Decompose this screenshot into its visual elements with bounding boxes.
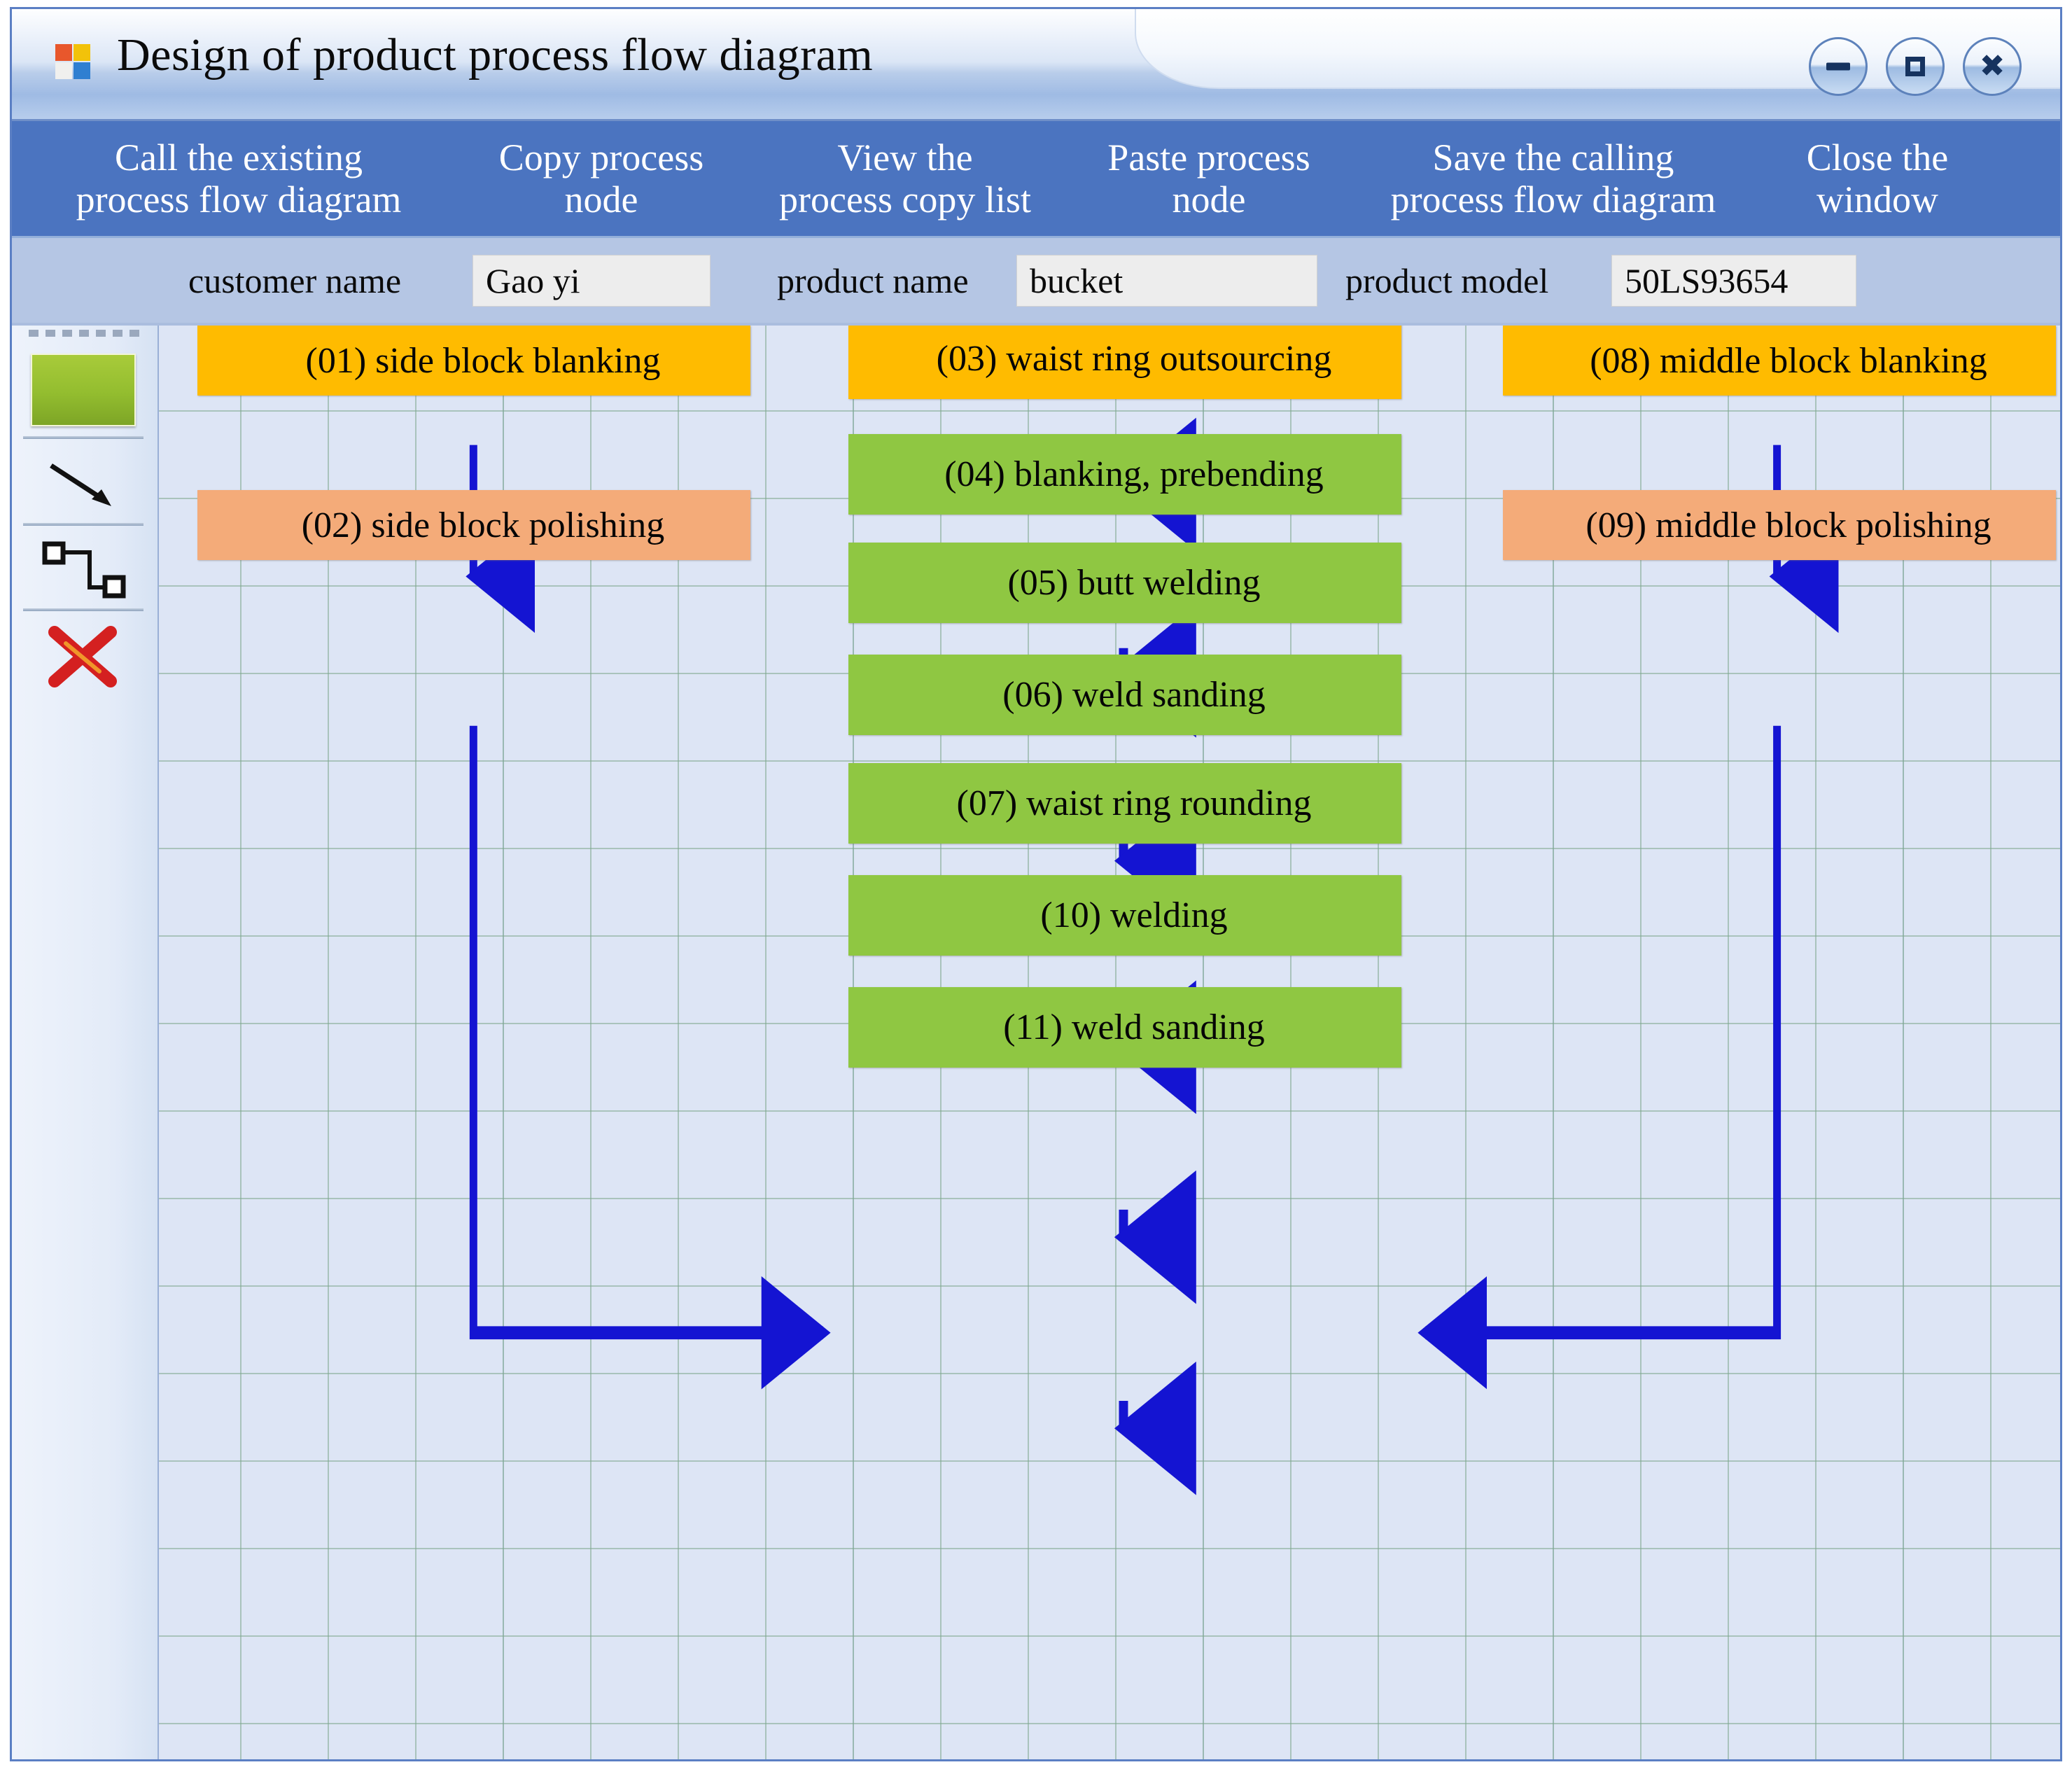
process-node-04[interactable]: (04) blanking, prebending — [848, 434, 1401, 515]
palette-divider-3 — [23, 608, 144, 611]
delete-tool[interactable] — [22, 620, 145, 692]
menu-bar: Call the existing process flow diagram C… — [12, 121, 2060, 238]
menu-item-copy-process-node[interactable]: Copy process node — [498, 136, 704, 221]
close-button[interactable]: ✖ — [1963, 37, 2022, 96]
product-model-label: product model — [1345, 260, 1549, 300]
straight-connector-tool[interactable] — [22, 453, 145, 517]
process-node-08[interactable]: (08) middle block blanking — [1503, 326, 2056, 396]
customer-name-label: customer name — [188, 260, 402, 300]
process-node-08-label: (08) middle block blanking — [1590, 340, 1987, 381]
title-bar: Design of product process flow diagram ✖ — [12, 9, 2060, 121]
node-swatch-tool[interactable] — [22, 352, 145, 428]
flow-diagram-canvas[interactable]: (01) side block blanking (02) side block… — [159, 326, 2060, 1759]
menu-item-call-existing-diagram[interactable]: Call the existing process flow diagram — [76, 136, 402, 221]
process-node-02-label: (02) side block polishing — [301, 505, 665, 545]
process-node-10-label: (10) welding — [1040, 895, 1228, 935]
close-icon: ✖ — [1979, 48, 2005, 84]
elbow-connector-tool[interactable] — [22, 536, 145, 606]
window-controls: ✖ — [1809, 37, 2022, 96]
process-node-06[interactable]: (06) weld sanding — [848, 655, 1401, 735]
product-name-input[interactable]: bucket — [1016, 254, 1317, 307]
process-node-11-label: (11) weld sanding — [1003, 1007, 1265, 1047]
minimize-button[interactable] — [1809, 37, 1868, 96]
tool-palette — [12, 326, 159, 1759]
app-tiles-icon — [55, 44, 96, 85]
product-model-input[interactable]: 50LS93654 — [1611, 254, 1856, 307]
application-window: Design of product process flow diagram ✖… — [10, 7, 2062, 1761]
process-node-05-label: (05) butt welding — [1007, 563, 1261, 603]
process-node-09-label: (09) middle block polishing — [1586, 505, 1991, 545]
process-node-02[interactable]: (02) side block polishing — [197, 490, 750, 560]
menu-item-view-process-copy-list[interactable]: View the process copy list — [779, 136, 1031, 221]
edge-09-10 — [1418, 725, 1782, 1390]
palette-divider-1 — [23, 436, 144, 439]
process-node-03-label: (03) waist ring outsourcing — [936, 339, 1332, 379]
menu-item-close-window[interactable]: Close the window — [1806, 136, 1949, 221]
process-node-01[interactable]: (01) side block blanking — [197, 326, 750, 396]
elbow-connector-icon — [42, 541, 126, 599]
diagonal-arrow-icon — [50, 463, 111, 506]
process-node-07[interactable]: (07) waist ring rounding — [848, 763, 1401, 844]
maximize-icon — [1905, 57, 1925, 76]
process-node-07-label: (07) waist ring rounding — [956, 783, 1312, 823]
process-node-06-label: (06) weld sanding — [1002, 675, 1266, 715]
window-title: Design of product process flow diagram — [117, 29, 874, 81]
menu-item-save-calling-diagram[interactable]: Save the calling process flow diagram — [1390, 136, 1716, 221]
menu-item-paste-process-node[interactable]: Paste process node — [1107, 136, 1310, 221]
process-node-01-label: (01) side block blanking — [305, 340, 661, 381]
process-node-03[interactable]: (03) waist ring outsourcing — [848, 326, 1401, 399]
palette-divider-2 — [23, 523, 144, 526]
process-node-09[interactable]: (09) middle block polishing — [1503, 490, 2056, 560]
palette-drag-grip[interactable] — [29, 330, 141, 337]
process-node-05[interactable]: (05) butt welding — [848, 543, 1401, 623]
process-node-04-label: (04) blanking, prebending — [944, 454, 1324, 494]
edge-02-10 — [469, 725, 831, 1390]
minimize-icon — [1826, 62, 1850, 71]
red-x-icon — [48, 626, 117, 687]
header-form-strip: customer name Gao yi product name bucket… — [12, 238, 2060, 326]
product-name-label: product name — [777, 260, 969, 300]
customer-name-input[interactable]: Gao yi — [472, 254, 710, 307]
green-rectangle-icon — [31, 354, 136, 426]
process-node-11[interactable]: (11) weld sanding — [848, 987, 1401, 1068]
process-node-10[interactable]: (10) welding — [848, 875, 1401, 956]
maximize-button[interactable] — [1886, 37, 1945, 96]
